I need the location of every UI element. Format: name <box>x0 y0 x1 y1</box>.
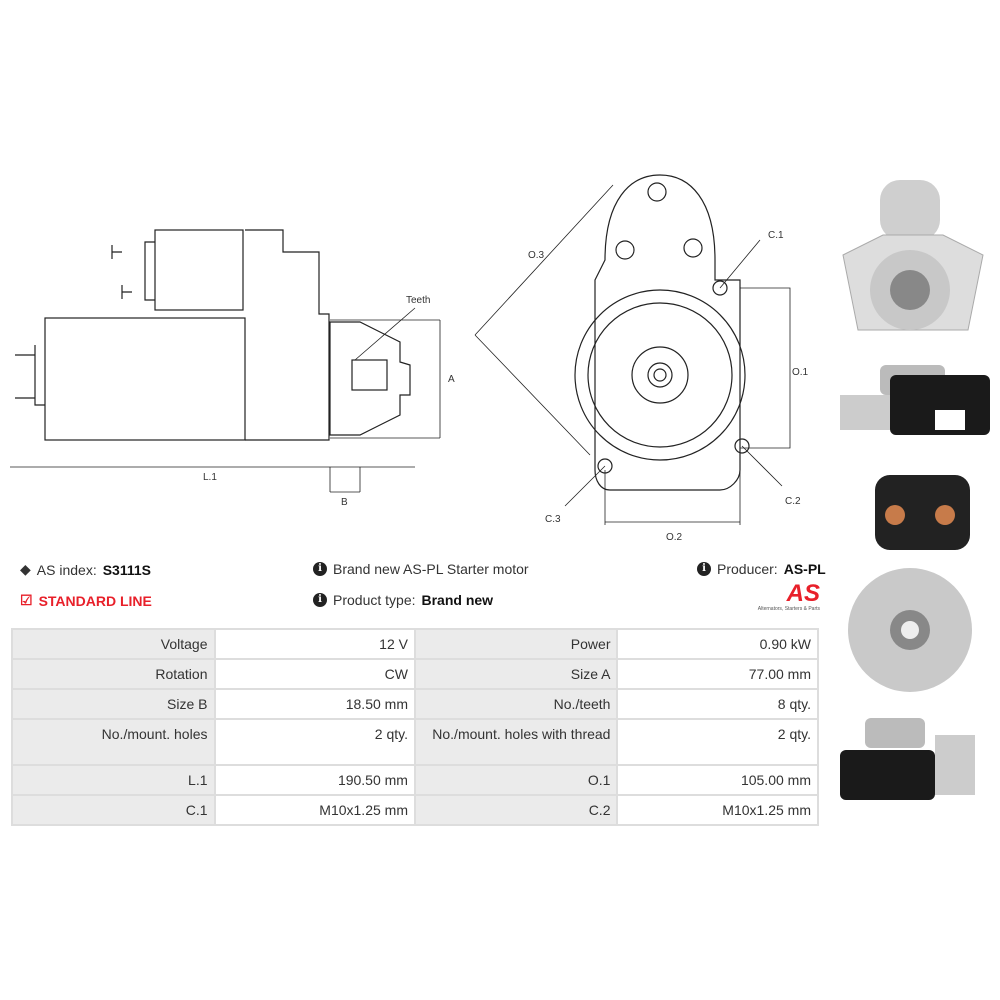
product-photos <box>840 180 990 800</box>
spec-label: Power <box>413 628 619 660</box>
spec-value: M10x1.25 mm <box>213 794 416 826</box>
spec-label: No./teeth <box>413 688 619 720</box>
info-icon: i <box>697 562 711 576</box>
teeth-label: Teeth <box>406 295 430 306</box>
product-type-label: Product type: <box>333 592 416 608</box>
dim-a-label: A <box>448 374 455 385</box>
producer-value: AS-PL <box>783 561 826 577</box>
spec-label: Voltage <box>11 628 216 660</box>
description: i Brand new AS-PL Starter motor <box>313 561 529 577</box>
photo-front <box>842 180 984 331</box>
spec-value: 190.50 mm <box>213 764 416 796</box>
producer: i Producer: AS-PL <box>697 561 826 577</box>
spec-value: 0.90 kW <box>616 628 819 660</box>
logo-text: AS <box>786 580 820 607</box>
as-pl-logo: AS Alternators, Starters & Parts <box>730 580 820 613</box>
spec-label: L.1 <box>11 764 216 796</box>
info-icon: i <box>313 593 327 607</box>
spec-value: 77.00 mm <box>616 658 819 690</box>
dim-b-label: B <box>341 497 348 508</box>
spec-label: Size B <box>11 688 216 720</box>
spec-label: No./mount. holes with thread <box>413 718 619 766</box>
front-view-drawing: O.1 O.2 O.3 C.1 C.2 C.3 <box>474 174 809 543</box>
dim-l1-label: L.1 <box>203 472 217 483</box>
side-view-drawing: Teeth A B L.1 <box>10 229 455 508</box>
spec-value: M10x1.25 mm <box>616 794 819 826</box>
as-index-value: S3111S <box>102 561 151 578</box>
spec-value: CW <box>213 658 416 690</box>
photo-rear <box>848 475 972 692</box>
spec-value: 105.00 mm <box>616 764 819 796</box>
product-type-value: Brand new <box>421 592 494 608</box>
spec-label: C.2 <box>413 794 619 826</box>
photo-side-2 <box>840 718 975 800</box>
info-icon: i <box>313 562 327 576</box>
checkbox-icon: ☑ <box>20 592 33 608</box>
producer-label: Producer: <box>717 561 778 577</box>
spec-label: No./mount. holes <box>11 718 216 766</box>
spec-label: Size A <box>413 658 619 690</box>
spec-value: 2 qty. <box>213 718 416 766</box>
spec-value: 8 qty. <box>616 688 819 720</box>
spec-label: C.1 <box>11 794 216 826</box>
spec-label: O.1 <box>413 764 619 796</box>
tag-icon: ◆ <box>20 561 31 577</box>
spec-value: 12 V <box>213 628 416 660</box>
standard-line-label: STANDARD LINE <box>38 592 152 609</box>
c1-label: C.1 <box>768 230 784 241</box>
logo-tagline: Alternators, Starters & Parts <box>757 606 820 612</box>
as-index-label: AS index: <box>36 561 97 578</box>
spec-value: 18.50 mm <box>213 688 416 720</box>
c2-label: C.2 <box>785 496 801 507</box>
technical-drawing: Teeth A B L.1 O.1 O.2 O.3 C.1 C.2 C.3 <box>10 174 809 543</box>
photo-side-1 <box>840 365 990 435</box>
dim-o1-label: O.1 <box>792 367 809 378</box>
product-type: i Product type: Brand new <box>313 592 493 608</box>
dim-o2-label: O.2 <box>666 532 683 543</box>
spec-label: Rotation <box>11 658 216 690</box>
dim-o3-label: O.3 <box>528 250 545 261</box>
description-text: Brand new AS-PL Starter motor <box>333 561 529 577</box>
c3-label: C.3 <box>545 514 561 525</box>
spec-value: 2 qty. <box>616 718 819 766</box>
standard-line-badge: ☑ STANDARD LINE <box>20 592 152 609</box>
as-index: ◆ AS index: S3111S <box>20 561 151 578</box>
